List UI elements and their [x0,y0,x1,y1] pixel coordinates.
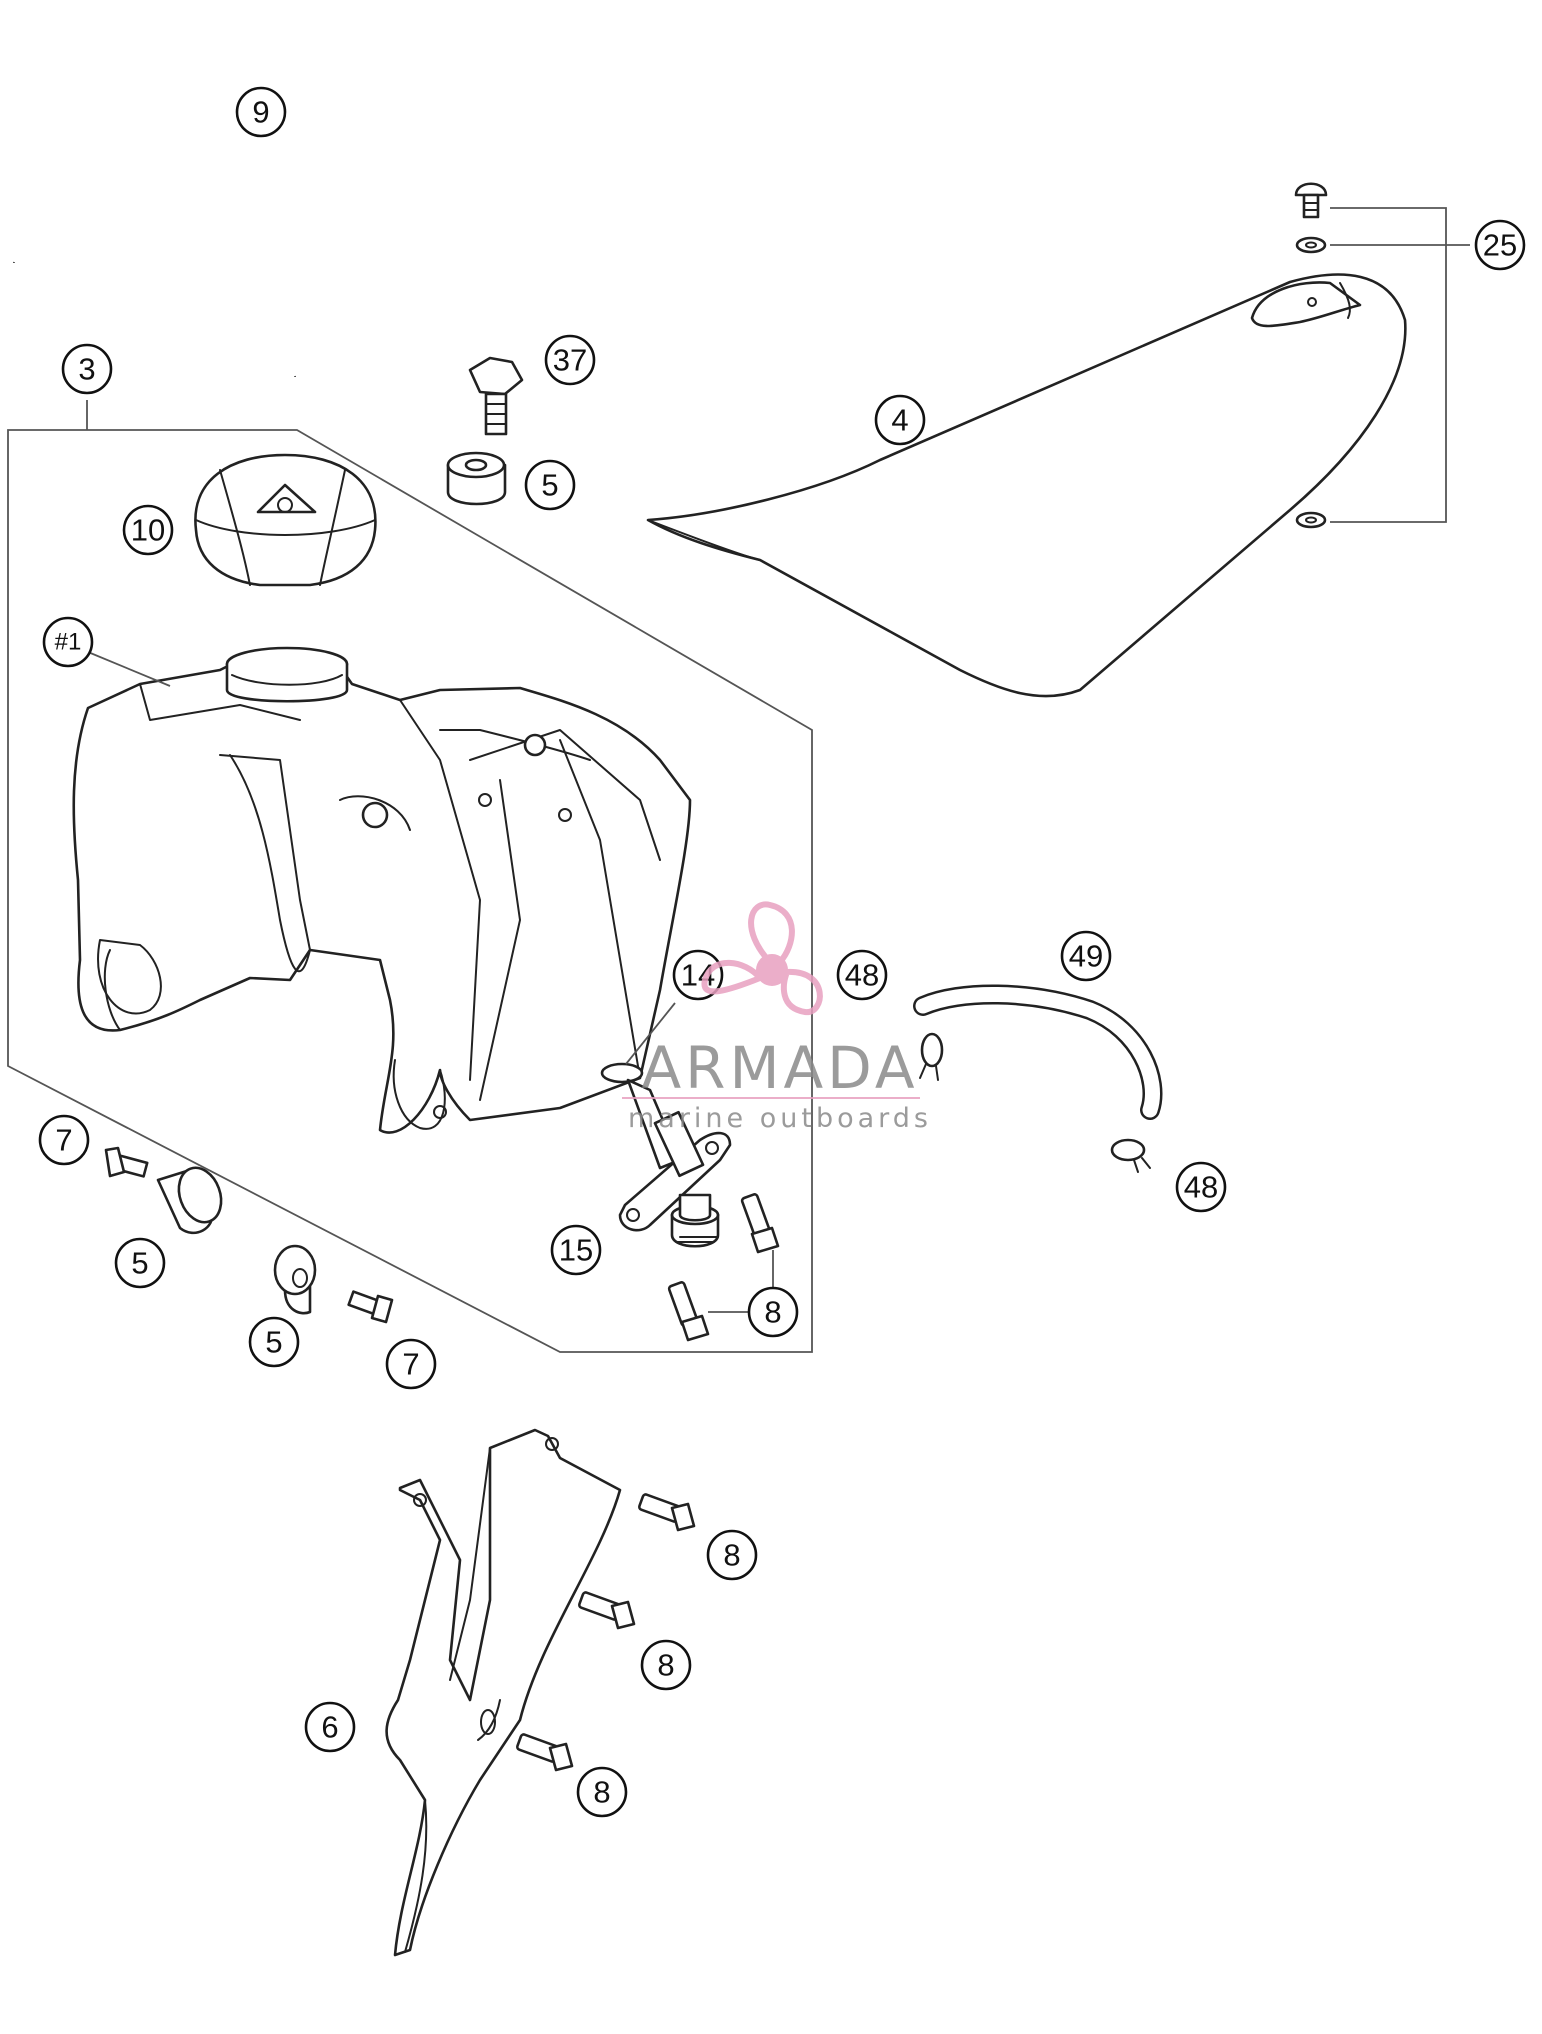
svg-text:8: 8 [764,1295,781,1330]
callout-5-left: 5 [114,1237,166,1289]
shroud-screw-3 [516,1733,574,1772]
shroud-screw-2 [578,1591,636,1630]
svg-text:5: 5 [265,1325,282,1360]
svg-text:37: 37 [553,343,587,378]
watermark-brand: ARMADA [641,1034,918,1102]
fuel-tank [72,646,692,1134]
seat [646,273,1407,698]
svg-text:5: 5 [131,1246,148,1281]
callout-49: 49 [1060,930,1112,982]
hose-clamp-lower [1110,1138,1151,1173]
shroud-screw-1 [638,1493,696,1532]
callout-4: 4 [874,394,926,446]
callout-5-middle: 5 [248,1316,300,1368]
seat-screw-set [1294,182,1470,529]
rubber-bushing-left [156,1166,223,1235]
vent-hose [11,65,298,377]
callout-8-shroud-3: 8 [576,1766,628,1818]
svg-text:15: 15 [559,1233,593,1268]
svg-text:4: 4 [891,403,908,438]
svg-text:48: 48 [845,958,879,993]
rubber-bushing-middle [273,1244,317,1315]
watermark-propeller-icon [701,901,823,1016]
svg-text:#1: #1 [55,629,82,656]
svg-text:25: 25 [1483,228,1517,263]
callout-3: 3 [61,343,113,395]
callout-37: 37 [544,334,596,386]
callout-25: 25 [1474,219,1526,271]
svg-text:49: 49 [1069,939,1103,974]
svg-text:6: 6 [321,1710,338,1745]
seat-bolt [468,356,524,436]
svg-text:10: 10 [131,513,165,548]
callout-7-upper: 7 [38,1114,90,1166]
watermark-tagline: marine outboards [628,1103,932,1134]
callout-48-lower: 48 [1175,1161,1227,1213]
svg-text:3: 3 [78,352,95,387]
svg-text:8: 8 [723,1538,740,1573]
callout-8-shroud-1: 8 [706,1529,758,1581]
tap-screw-lower [667,1281,710,1342]
callout-7-lower: 7 [385,1338,437,1390]
watermark: ARMADA marine outboards [622,901,932,1134]
fuel-tap [618,1110,732,1248]
callout-15: 15 [550,1224,602,1276]
tap-screw-upper [740,1193,780,1254]
fuel-cap [194,453,377,587]
svg-text:7: 7 [402,1347,419,1382]
svg-text:5: 5 [541,468,558,503]
fuel-hose [913,984,1163,1120]
svg-text:7: 7 [55,1123,72,1158]
callout-8-tap: 8 [747,1286,799,1338]
svg-text:8: 8 [657,1648,674,1683]
tank-leader [87,651,171,687]
callout-8-shroud-2: 8 [640,1639,692,1691]
radiator-shroud [385,1428,622,1957]
callout-48-upper: 48 [836,949,888,1001]
svg-text:8: 8 [593,1775,610,1810]
callout-1: #1 [42,616,94,668]
callout-9: 9 [235,86,287,138]
svg-text:9: 9 [252,95,269,130]
callout-5-top: 5 [524,459,576,511]
filter-leader [625,1002,676,1065]
svg-text:48: 48 [1184,1170,1218,1205]
callout-10: 10 [122,504,174,556]
hose-clamp-upper [919,1032,944,1081]
rubber-bushing-top [446,451,507,506]
bolt-left-lower [347,1290,394,1324]
bolt-left-upper [104,1146,149,1178]
callout-6: 6 [304,1701,356,1753]
tank-assembly-frame [7,400,813,1353]
